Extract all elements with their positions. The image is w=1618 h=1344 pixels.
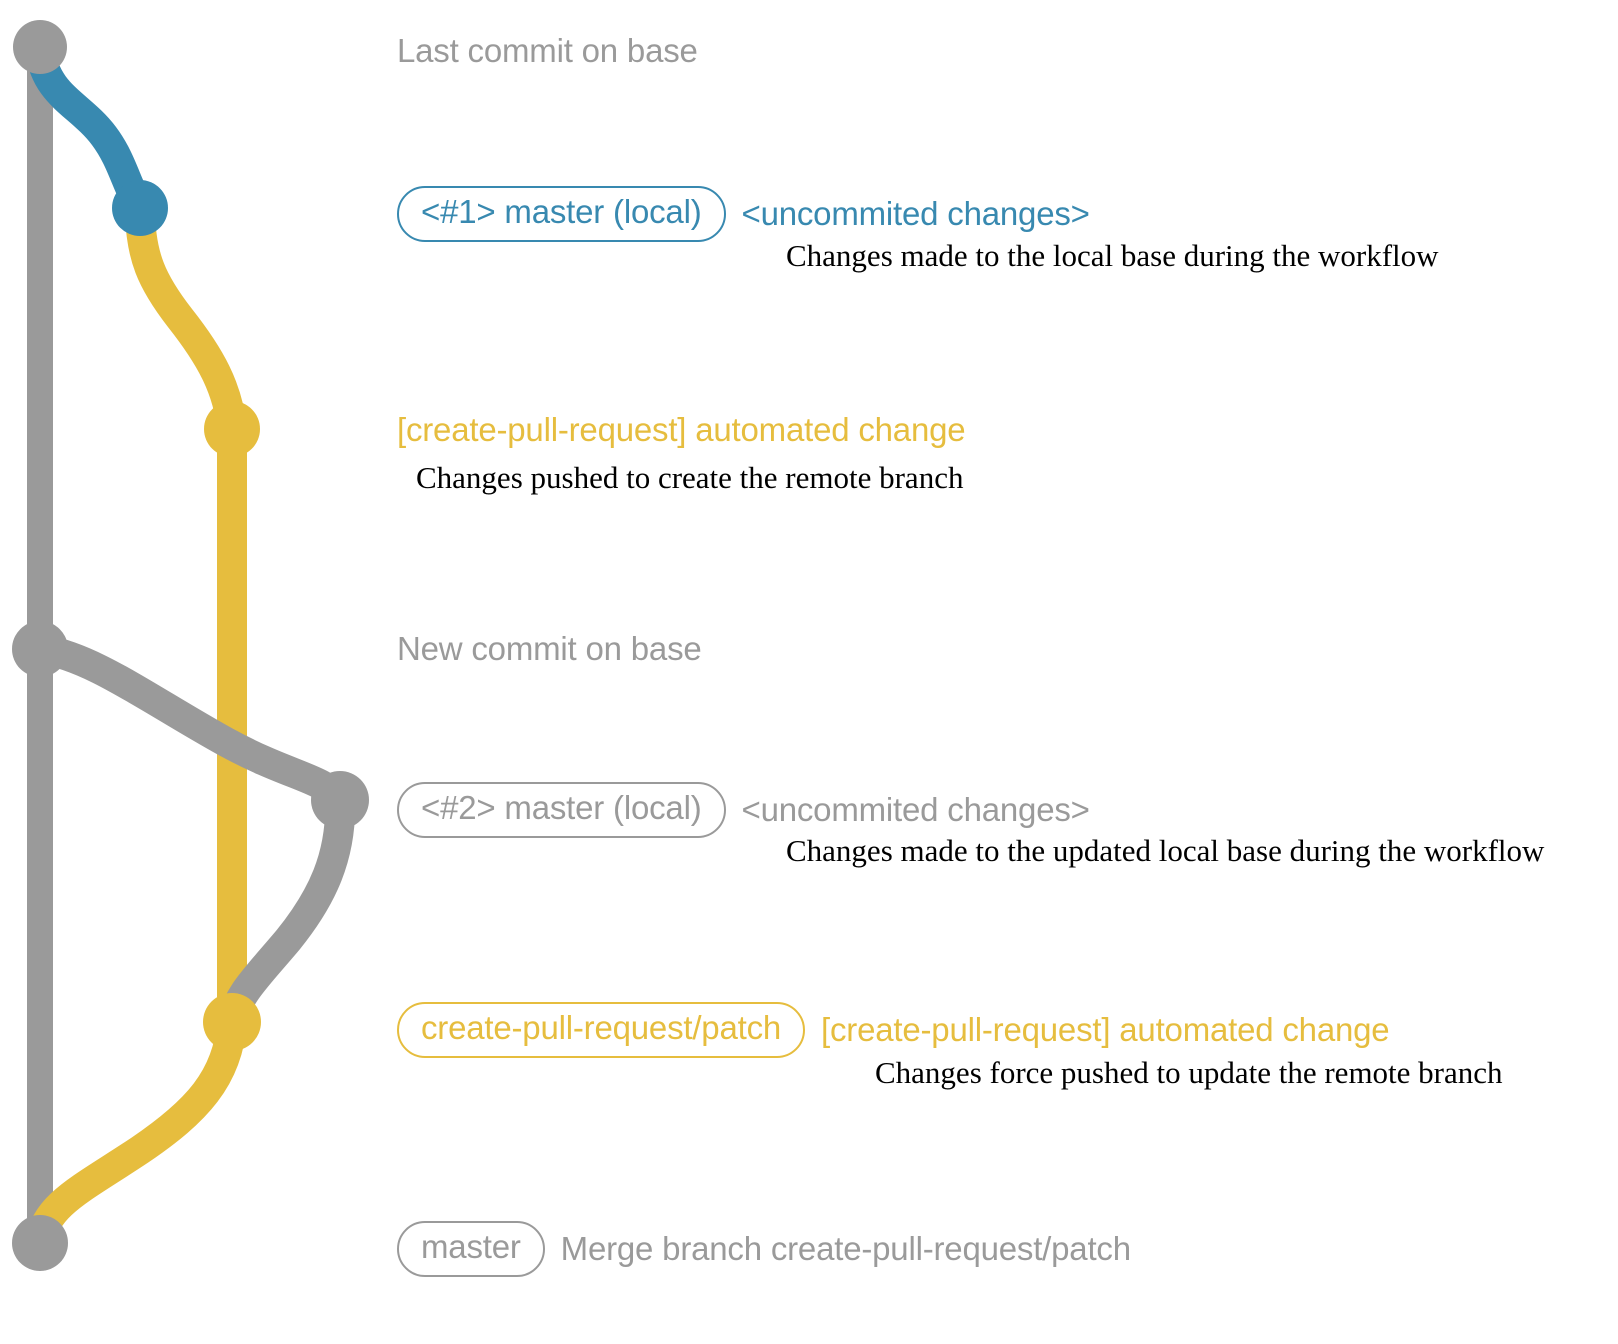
ref-badge-master-local-1[interactable]: <#1> master (local) xyxy=(397,186,726,242)
commit-node-last-on-base[interactable] xyxy=(13,20,67,74)
commit-subject: Merge branch create-pull-request/patch xyxy=(560,1229,1131,1267)
commit-node-new-on-base[interactable] xyxy=(12,621,68,677)
commit-note-patch-branch: Changes force pushed to update the remot… xyxy=(875,1055,1503,1090)
commit-node-local-2[interactable] xyxy=(311,771,369,829)
commit-node-merge-master[interactable] xyxy=(12,1215,68,1271)
commit-subject: [create-pull-request] automated change xyxy=(397,411,966,448)
ref-badge-master-local-2[interactable]: <#2> master (local) xyxy=(397,782,726,838)
edge-local1-to-patch1 xyxy=(125,193,247,444)
commit-row-patch-branch: create-pull-request/patch [create-pull-r… xyxy=(397,1002,1390,1058)
commit-row-last-commit-on-base: Last commit on base xyxy=(397,32,698,70)
ref-badge-master[interactable]: master xyxy=(397,1221,545,1277)
commit-subject: [create-pull-request] automated change xyxy=(821,1010,1390,1048)
commit-node-local-1[interactable] xyxy=(112,180,168,236)
edge-patch2-to-merge xyxy=(25,1007,247,1258)
commit-row-new-commit-on-base: New commit on base xyxy=(397,630,702,668)
commit-row-master-local-2: <#2> master (local) <uncommited changes> xyxy=(397,782,1090,838)
commit-row-master-merge: master Merge branch create-pull-request/… xyxy=(397,1221,1131,1277)
commit-subject: <uncommited changes> xyxy=(741,790,1090,828)
commit-subject: New commit on base xyxy=(397,630,702,667)
commit-note-master-local-1: Changes made to the local base during th… xyxy=(786,238,1439,273)
commit-row-master-local-1: <#1> master (local) <uncommited changes> xyxy=(397,186,1090,242)
commit-node-patch-2[interactable] xyxy=(203,993,261,1051)
edge-base2-to-local2 xyxy=(25,634,355,815)
commit-node-patch-1[interactable] xyxy=(204,401,260,457)
commit-note-automated-change-1: Changes pushed to create the remote bran… xyxy=(416,460,964,495)
commit-subject: Last commit on base xyxy=(397,32,698,69)
commit-note-master-local-2: Changes made to the updated local base d… xyxy=(786,833,1545,868)
commit-subject: <uncommited changes> xyxy=(741,194,1090,232)
ref-badge-create-pull-request-patch[interactable]: create-pull-request/patch xyxy=(397,1002,806,1058)
commit-row-automated-change-1: [create-pull-request] automated change xyxy=(397,411,966,449)
